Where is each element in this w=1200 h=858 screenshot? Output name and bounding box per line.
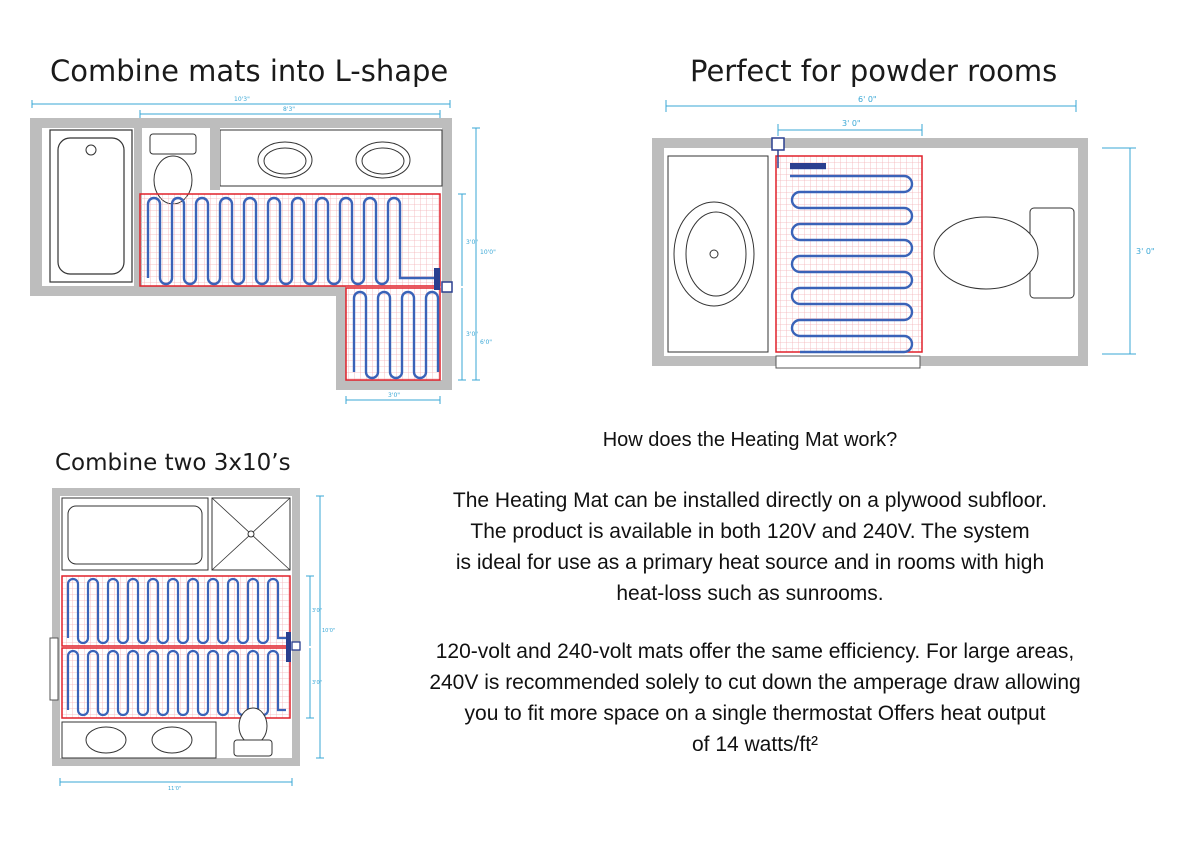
powder-dimension-labels: 6' 0" 3' 0" 3' 0" bbox=[842, 95, 1155, 256]
p1-line-1: The Heating Mat can be installed directl… bbox=[452, 489, 1048, 512]
dim-two-right-c: 3'0" bbox=[312, 680, 322, 686]
dim-l-right-a: 3'0" bbox=[466, 239, 478, 246]
two-bathtub-basin bbox=[67, 505, 203, 565]
p1-line-3: is ideal for use as a primary heat sourc… bbox=[455, 551, 1045, 574]
dim-l-right-b: 10'0" bbox=[480, 249, 496, 256]
thermostat-lead-icon bbox=[434, 268, 440, 290]
powder-lead-icon bbox=[790, 163, 826, 169]
powder-dimension-lines bbox=[665, 100, 1136, 355]
p2-line-2: 240V is recommended solely to cut down t… bbox=[429, 671, 1081, 694]
dim-l-right-c: 3'0" bbox=[466, 331, 478, 338]
toilet-tank bbox=[149, 133, 197, 155]
cable-horizontal bbox=[146, 196, 436, 286]
dim-l-top-outer: 10'3" bbox=[234, 96, 250, 103]
p2-line-4: of 14 watts/ft² bbox=[691, 733, 819, 756]
two-cable-top bbox=[66, 577, 286, 645]
two-dimension-labels: 3'0" 10'0" 3'0" 11'0" bbox=[168, 608, 335, 792]
shower-drain-icon bbox=[247, 530, 255, 538]
dim-powder-right: 3' 0" bbox=[1136, 247, 1155, 256]
dim-l-top-inner: 8'3" bbox=[283, 106, 295, 113]
l-shape-dimension-lines bbox=[31, 100, 480, 404]
dim-powder-mat: 3' 0" bbox=[842, 119, 861, 128]
dim-l-right-d: 6'0" bbox=[480, 339, 492, 346]
title-two-mats: Combine two 3x10’s bbox=[55, 450, 291, 476]
p1-line-4: heat-loss such as sunrooms. bbox=[616, 582, 884, 605]
sink-right-basin bbox=[361, 147, 405, 175]
dim-two-right-a: 3'0" bbox=[312, 608, 322, 614]
l-shape-dimension-labels: 10'3" 8'3" 3'0" 10'0" 3'0" 6'0" 3'0" bbox=[234, 96, 496, 399]
mat-vertical bbox=[345, 287, 441, 381]
dim-two-bottom: 11'0" bbox=[168, 786, 181, 792]
bathtub-faucet-icon bbox=[85, 144, 97, 156]
two-mat-top bbox=[61, 575, 291, 647]
powder-faucet-icon bbox=[709, 249, 719, 259]
question-text: How does the Heating Mat work? bbox=[602, 429, 898, 451]
title-l-shape: Combine mats into L-shape bbox=[50, 54, 449, 88]
vanity-wall bbox=[210, 128, 220, 190]
two-sink-left bbox=[85, 726, 127, 754]
p2-line-1: 120-volt and 240-volt mats offer the sam… bbox=[435, 640, 1075, 663]
two-toilet-tank bbox=[233, 739, 273, 757]
l-shape-partition bbox=[134, 128, 142, 286]
plan-l-shape: 10'3" 8'3" 3'0" 10'0" 3'0" 6'0" 3'0" bbox=[30, 96, 496, 404]
dim-l-bottom: 3'0" bbox=[388, 392, 400, 399]
powder-thermostat-icon bbox=[771, 137, 785, 151]
two-vanity bbox=[61, 721, 217, 759]
powder-mat bbox=[775, 155, 923, 353]
two-mat-bottom bbox=[61, 647, 291, 719]
two-sink-right bbox=[151, 726, 193, 754]
bathtub-basin bbox=[57, 137, 125, 275]
sink-left-basin bbox=[263, 147, 307, 175]
p1-line-2: The product is available in both 120V an… bbox=[470, 520, 1030, 543]
two-thermostat-icon bbox=[291, 641, 301, 651]
two-toilet-bowl bbox=[238, 707, 268, 745]
door-sill bbox=[775, 355, 921, 369]
powder-toilet-bowl bbox=[933, 216, 1039, 290]
thermostat-icon bbox=[441, 281, 453, 293]
mat-horizontal bbox=[139, 193, 441, 287]
two-lead-icon bbox=[286, 632, 291, 662]
paragraph-install: The Heating Mat can be installed directl… bbox=[330, 485, 1170, 609]
cable-vertical bbox=[352, 290, 440, 380]
two-door bbox=[49, 637, 59, 701]
p2-line-3: you to fit more space on a single thermo… bbox=[464, 702, 1046, 725]
plan-two-mats: 3'0" 10'0" 3'0" 11'0" bbox=[49, 488, 335, 792]
plan-powder-room: 6' 0" 3' 0" 3' 0" bbox=[652, 95, 1155, 369]
dim-powder-top: 6' 0" bbox=[858, 95, 877, 104]
title-powder-rooms: Perfect for powder rooms bbox=[690, 54, 1058, 88]
paragraph-efficiency: 120-volt and 240-volt mats offer the sam… bbox=[320, 636, 1190, 760]
dim-two-right-b: 10'0" bbox=[322, 628, 335, 634]
two-dimension-lines bbox=[59, 495, 324, 786]
question-heading: How does the Heating Mat work? bbox=[420, 425, 1080, 456]
